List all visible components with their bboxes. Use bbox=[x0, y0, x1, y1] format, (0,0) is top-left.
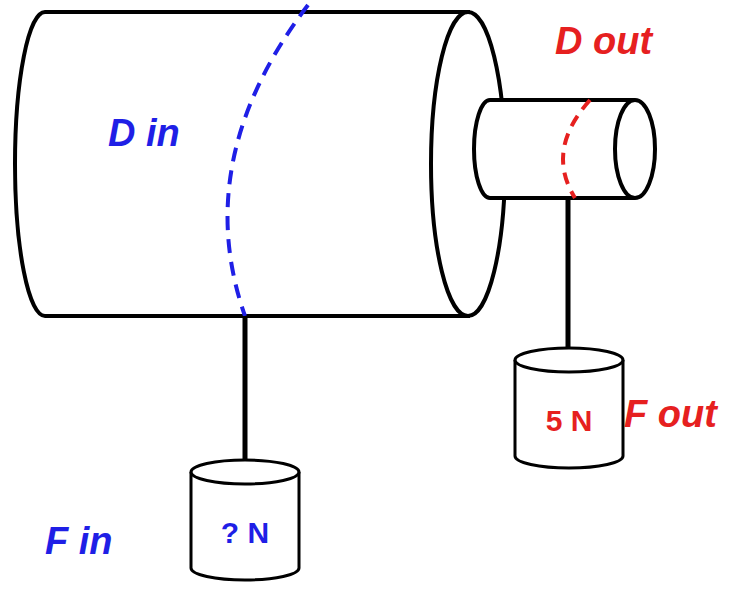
output-weight: 5 N bbox=[513, 346, 625, 470]
input-diameter-arc bbox=[228, 5, 308, 316]
output-rope bbox=[566, 198, 571, 356]
weight-value: 5 N bbox=[546, 404, 593, 438]
input-force-label: F in bbox=[45, 520, 113, 563]
weight-value: ? N bbox=[221, 516, 269, 550]
axle-face bbox=[615, 100, 655, 198]
output-diameter-arc bbox=[563, 100, 590, 198]
output-diameter-label: D out bbox=[555, 20, 652, 63]
wheel-body bbox=[15, 12, 468, 316]
input-weight: ? N bbox=[189, 458, 301, 582]
output-force-label: F out bbox=[624, 393, 717, 436]
input-diameter-label: D in bbox=[108, 112, 180, 155]
input-rope bbox=[243, 316, 248, 464]
axle-body bbox=[474, 100, 635, 198]
